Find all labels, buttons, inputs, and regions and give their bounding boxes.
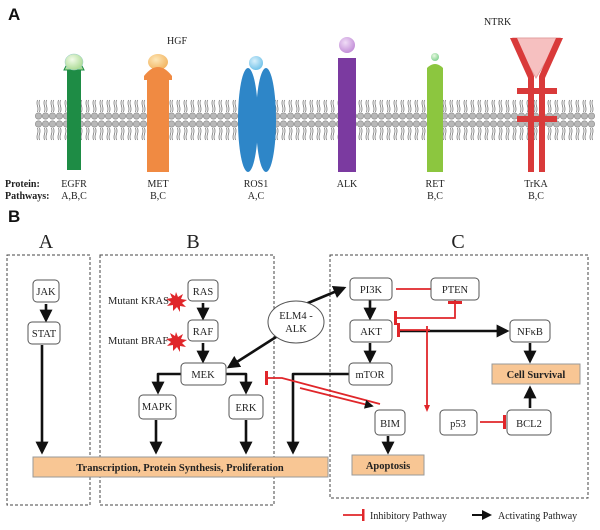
bim-label: BIM <box>380 419 401 430</box>
raf-node <box>187 319 219 342</box>
protein-row-header: Protein: <box>5 179 40 190</box>
pathway-a-title: A <box>39 231 54 253</box>
ras-node <box>187 279 219 302</box>
braf-mutation-burst-icon <box>166 332 187 352</box>
pathway-b-title: B <box>186 231 199 253</box>
alk-receptor <box>338 37 356 172</box>
kras-mutation-burst-icon <box>166 292 187 312</box>
pten-node <box>430 277 480 301</box>
legend-inhibitory-label: Inhibitory Pathway <box>370 511 447 522</box>
p53-node <box>439 409 478 436</box>
stat-node <box>27 321 61 345</box>
legend-inhibitory-tee <box>362 509 365 521</box>
egfr-receptor <box>63 53 85 170</box>
panel-a-letter: A <box>8 5 20 24</box>
pathway-b-box <box>99 254 275 506</box>
mek-label: MEK <box>191 370 215 381</box>
ros1-receptor <box>238 56 276 172</box>
met-receptor <box>144 54 172 172</box>
egfr-label: EGFR <box>61 179 87 190</box>
pi3k-label: PI3K <box>360 285 383 296</box>
pathway-c-box <box>329 254 589 499</box>
mtor-label: mTOR <box>356 370 385 381</box>
bim-node <box>374 409 406 436</box>
met-pathways: B,C <box>150 191 166 202</box>
erk-label: ERK <box>236 403 257 414</box>
apoptosis-label: Apoptosis <box>366 461 410 472</box>
ret-receptor <box>427 53 443 172</box>
trka-receptor <box>510 37 563 172</box>
stat-label: STAT <box>32 329 57 340</box>
pten-label: PTEN <box>442 285 469 296</box>
erk-node <box>228 394 264 420</box>
elm4-alk-node <box>267 300 325 344</box>
akt-to-p53-arrowhead <box>424 405 430 412</box>
bcl2-node <box>506 409 552 436</box>
trka-pathways: B,C <box>528 191 544 202</box>
ros1-pathways: A,C <box>248 191 265 202</box>
pathways-row-header: Pathways: <box>5 191 49 202</box>
p53-label: p53 <box>450 419 466 430</box>
hgf-ligand-label: HGF <box>167 36 187 47</box>
apoptosis-outcome-box <box>351 454 425 476</box>
mtor-node <box>348 362 393 386</box>
jak-node <box>32 279 60 303</box>
nfkb-node <box>509 319 551 343</box>
akt-label: AKT <box>360 327 382 338</box>
legend-activating-label: Activating Pathway <box>498 511 577 522</box>
inhibitory-arrows <box>265 288 506 429</box>
pathway-c-title: C <box>451 231 464 253</box>
nfkb-label: NFκB <box>517 327 543 338</box>
pathway-a-box <box>6 254 91 506</box>
egfr-pathways: A,B,C <box>61 191 87 202</box>
cell-survival-label: Cell Survival <box>507 370 566 381</box>
elm4-alk-label-line2: ALK <box>285 324 307 335</box>
mapk-label: MAPK <box>142 402 173 413</box>
mapk-node <box>138 394 177 420</box>
ret-label: RET <box>426 179 445 190</box>
pi3k-node <box>349 277 393 301</box>
cell-survival-outcome-box <box>491 363 581 385</box>
ras-label: RAS <box>193 287 214 298</box>
legend: Inhibitory Pathway Activating Pathway <box>343 509 577 522</box>
trka-label: TrKA <box>524 179 548 190</box>
ntrk-ligand-label: NTRK <box>484 17 512 28</box>
transcription-outcome-box <box>32 456 329 478</box>
ros1-label: ROS1 <box>244 179 268 190</box>
panel-b-letter: B <box>8 207 20 226</box>
ret-pathways: B,C <box>427 191 443 202</box>
mutant-braf-label: Mutant BRAF <box>108 336 169 347</box>
mutant-kras-label: Mutant KRAS <box>108 296 169 307</box>
transcription-outcome-label: Transcription, Protein Synthesis, Prolif… <box>76 463 284 474</box>
elm4-alk-label-line1: ELM4 - <box>279 311 313 322</box>
met-label: MET <box>147 179 168 190</box>
jak-label: JAK <box>36 287 56 298</box>
alk-label: ALK <box>337 179 358 190</box>
akt-node <box>349 319 393 343</box>
bcl2-label: BCL2 <box>516 419 542 430</box>
cell-membrane <box>35 95 595 155</box>
mek-node <box>180 362 227 386</box>
raf-label: RAF <box>193 327 214 338</box>
